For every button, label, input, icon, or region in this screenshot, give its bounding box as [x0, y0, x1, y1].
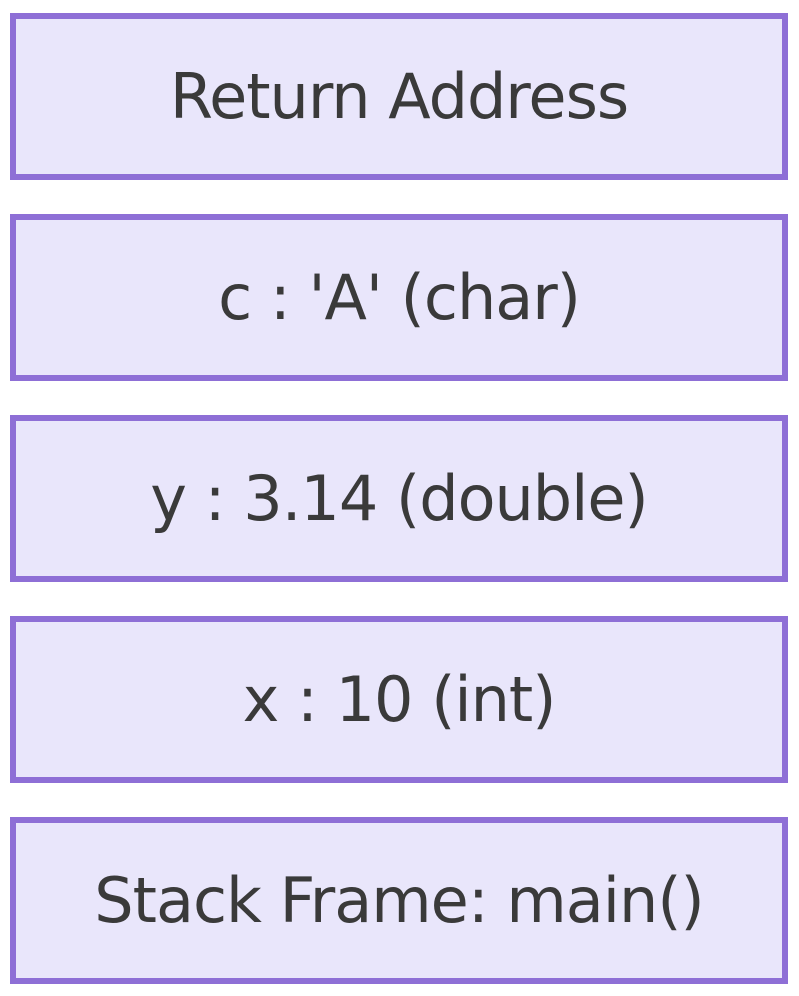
frame-title-label: Stack Frame: main(): [94, 863, 704, 937]
stack-box-frame-title: Stack Frame: main(): [10, 817, 788, 984]
stack-box-return-address: Return Address: [10, 13, 788, 180]
var-x-label: x : 10 (int): [242, 662, 557, 736]
return-address-label: Return Address: [169, 59, 629, 133]
stack-box-var-c: c : 'A' (char): [10, 214, 788, 381]
var-y-label: y : 3.14 (double): [150, 461, 648, 535]
var-c-label: c : 'A' (char): [218, 260, 581, 334]
stack-box-var-x: x : 10 (int): [10, 616, 788, 783]
stack-box-var-y: y : 3.14 (double): [10, 415, 788, 582]
